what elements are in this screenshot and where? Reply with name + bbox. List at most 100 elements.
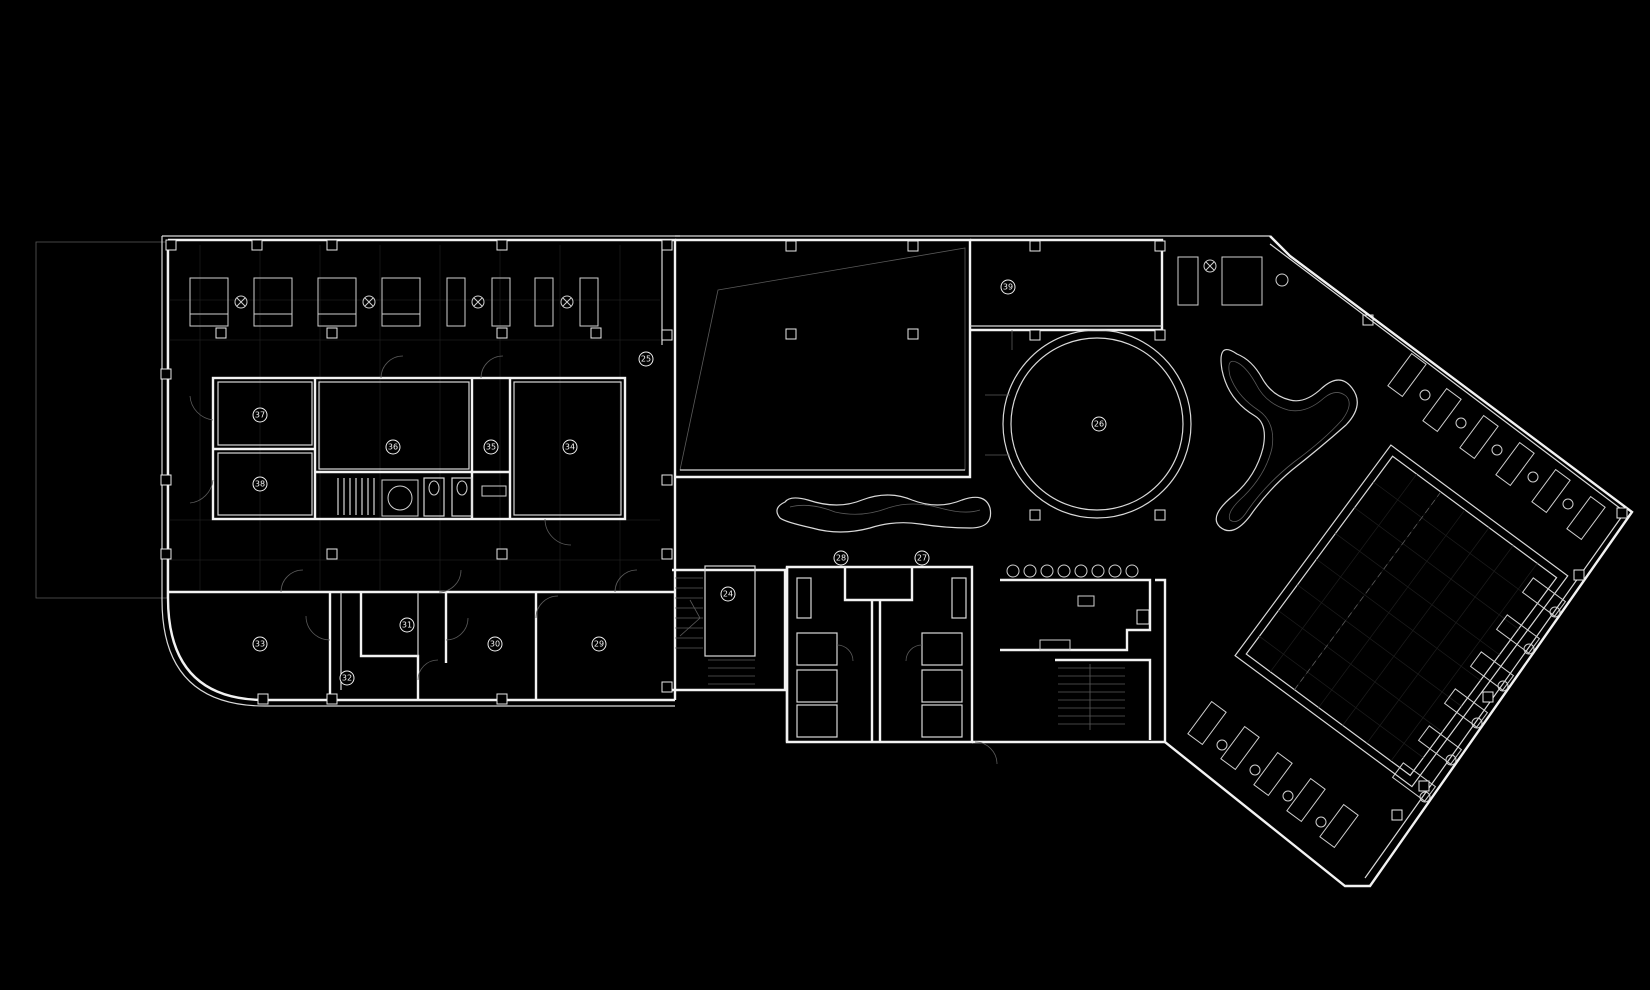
- stair-treads: [675, 577, 755, 685]
- structural-column: [326, 239, 338, 251]
- lounger: [579, 277, 599, 327]
- structural-column: [1136, 609, 1150, 625]
- west-wing-outer-edge: [161, 236, 675, 707]
- stair-direction-arrow: [679, 599, 701, 637]
- internal-stair: [337, 478, 375, 515]
- stair-core-wall: [672, 568, 787, 692]
- bar-stool: [1108, 564, 1122, 578]
- room-31-wall: [359, 592, 420, 700]
- side-table: [362, 295, 376, 309]
- room-tag-28: 28: [833, 550, 849, 566]
- room-tag-38: 38: [252, 476, 268, 492]
- lap-pool-tile-grid: [1259, 473, 1538, 762]
- structural-column: [1482, 691, 1494, 703]
- west-wing-curved-corner-wall: [166, 597, 675, 702]
- structural-column: [160, 474, 172, 486]
- structural-column: [251, 239, 263, 251]
- structural-column: [661, 474, 673, 486]
- door-swing: [189, 395, 214, 421]
- lap-pool: [1234, 444, 1569, 788]
- lounger: [1495, 614, 1541, 654]
- side-table: [234, 295, 248, 309]
- serpentine-planter-outer: [776, 494, 992, 533]
- structural-column: [785, 328, 797, 340]
- structural-column: [1616, 507, 1628, 519]
- central-void-columns: [785, 240, 919, 340]
- bar-stools: [1006, 564, 1139, 578]
- room-number: 34: [565, 443, 575, 452]
- side-table: [471, 295, 485, 309]
- lounge-bed-group: [189, 277, 599, 327]
- lounger: [1566, 495, 1606, 541]
- side-table: [1562, 498, 1574, 510]
- lounger: [1391, 762, 1437, 802]
- side-table: [1419, 791, 1431, 803]
- lounger: [1286, 777, 1326, 823]
- room-tag-25: 25: [638, 351, 654, 367]
- central-void-skylight: [679, 247, 966, 471]
- door-swing: [189, 479, 214, 504]
- treatment-room-block: [189, 355, 627, 546]
- structural-column: [1418, 780, 1430, 792]
- side-table: [1497, 680, 1509, 692]
- room-tag-30: 30: [487, 636, 503, 652]
- toilet-icon: [456, 480, 468, 496]
- lounger: [1387, 352, 1427, 398]
- room-number: 32: [342, 674, 352, 683]
- bar-stool: [1125, 564, 1139, 578]
- room-number: 31: [402, 621, 412, 630]
- structural-column: [1573, 569, 1585, 581]
- room-tag-36: 36: [385, 439, 401, 455]
- pool-wing: [1155, 235, 1634, 888]
- west-wing-columns: [160, 239, 673, 705]
- y-pool-inner: [1228, 360, 1350, 523]
- side-table: [1523, 643, 1535, 655]
- light-well-outline: [35, 241, 168, 599]
- lap-pool-edge: [1234, 444, 1569, 788]
- room-number: 36: [388, 443, 398, 452]
- structural-column: [1029, 509, 1041, 521]
- lounger: [1177, 256, 1199, 306]
- side-table: [1282, 790, 1294, 802]
- side-table: [1203, 259, 1217, 273]
- east-zone-columns: [1029, 240, 1374, 521]
- pool-loungers-east: [1391, 577, 1567, 803]
- room-tag-26: 26: [1091, 416, 1107, 432]
- structural-column: [496, 239, 508, 251]
- toilet-cubicles: [796, 577, 967, 738]
- door-swing: [380, 355, 404, 379]
- lounger: [1495, 441, 1535, 487]
- lounger: [1220, 725, 1260, 771]
- room-tag-27: 27: [914, 550, 930, 566]
- lounge-bed: [1221, 256, 1263, 306]
- lounger: [1469, 651, 1515, 691]
- sink-counter: [481, 485, 507, 497]
- room-number: 28: [836, 554, 846, 563]
- pool-wing-outline: [1155, 235, 1634, 888]
- room-number: 29: [594, 640, 604, 649]
- bar-stool: [1057, 564, 1071, 578]
- lounger: [1443, 688, 1489, 728]
- y-shaped-pool: [1215, 349, 1358, 532]
- room-number: 26: [1094, 420, 1104, 429]
- room-number: 33: [255, 640, 265, 649]
- bar-stool: [1023, 564, 1037, 578]
- side-table: [560, 295, 574, 309]
- east-zone: [970, 238, 1374, 532]
- room-tag-34: 34: [562, 439, 578, 455]
- washroom-entry-wall: [843, 567, 914, 602]
- side-table: [1216, 739, 1228, 751]
- lounger: [1253, 751, 1293, 797]
- side-table: [1315, 816, 1327, 828]
- structural-column: [496, 548, 508, 560]
- side-table: [1455, 417, 1467, 429]
- pool-wing-inner-edge: [1269, 243, 1626, 879]
- south-room-row: [280, 569, 638, 700]
- structural-column: [661, 548, 673, 560]
- structural-column: [1391, 809, 1403, 821]
- pool-loungers-south: [1187, 700, 1359, 849]
- washroom-block: [785, 565, 974, 744]
- lap-pool-water: [1245, 455, 1558, 777]
- room-number: 35: [486, 443, 496, 452]
